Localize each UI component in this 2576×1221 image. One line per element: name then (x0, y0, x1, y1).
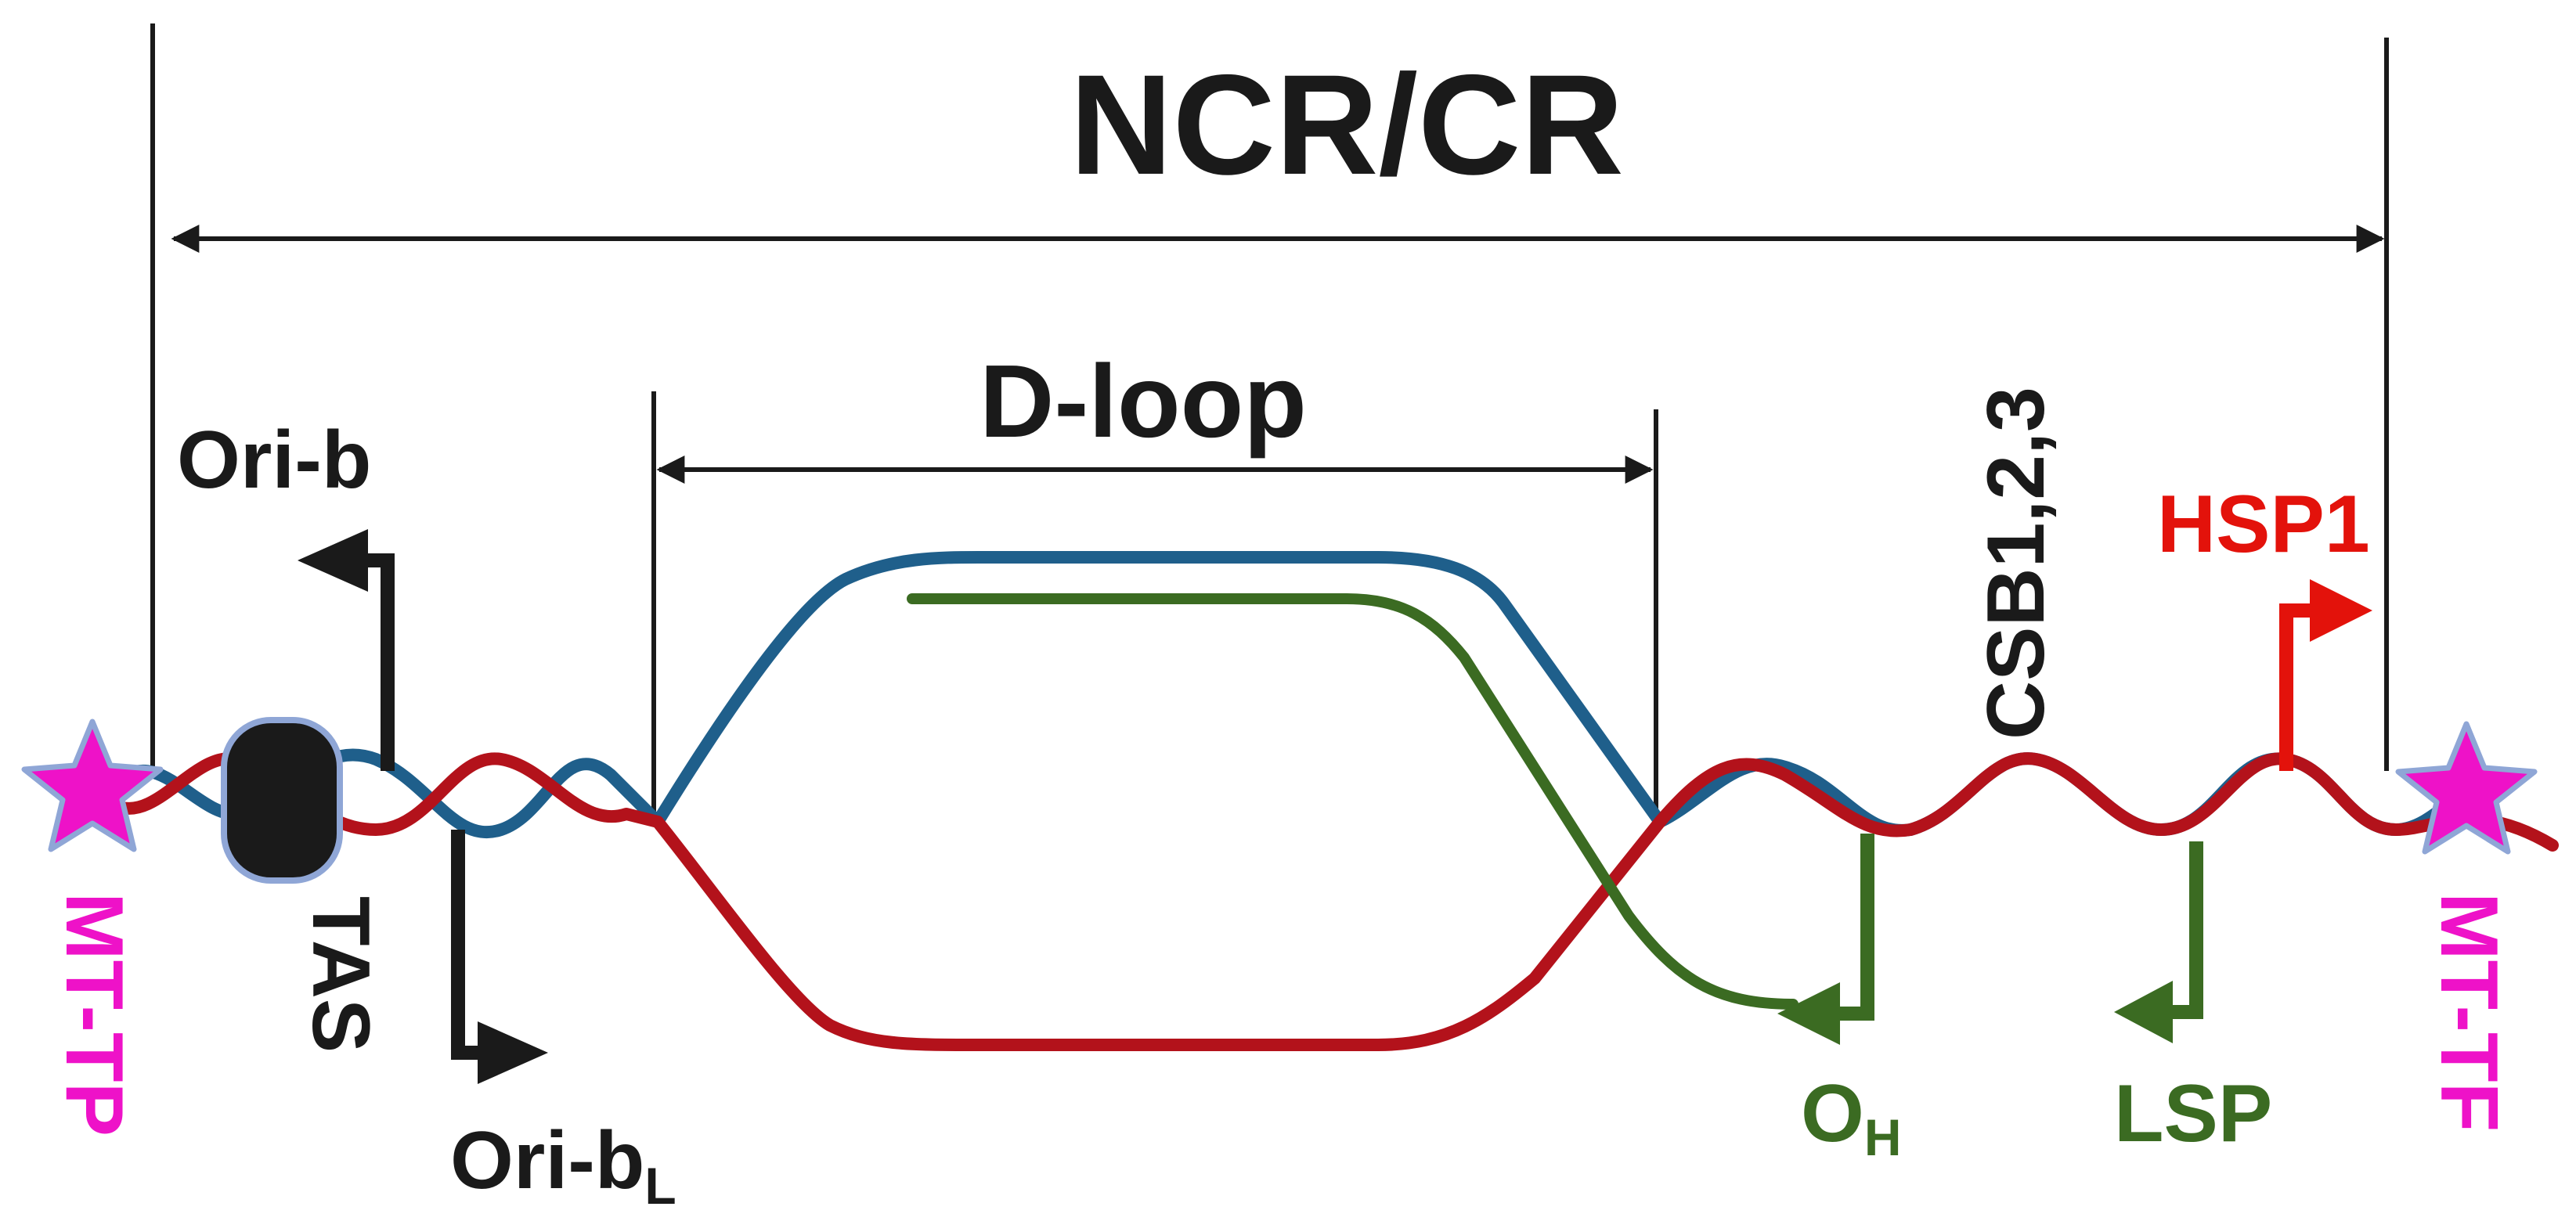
hsp1-promoter: HSP1 (2157, 479, 2372, 771)
ori-b-arrow (341, 553, 395, 771)
mt-tp-element: MT-TP (21, 719, 164, 1136)
lsp-label: LSP (2114, 1068, 2272, 1159)
d-loop-label: D-loop (980, 344, 1307, 459)
lsp-arrowhead (2114, 981, 2173, 1043)
mt-tp-star (21, 719, 164, 852)
tas-box (221, 717, 343, 884)
oh-arrowhead (1777, 982, 1840, 1045)
mt-tp-label: MT-TP (49, 892, 139, 1136)
green-strand (907, 593, 1799, 1010)
oh-label: OH (1801, 1068, 1902, 1166)
mt-tf-element: MT-TF (2395, 721, 2538, 1132)
red-strand (111, 752, 2559, 1051)
ori-b-label: Ori-b (177, 415, 371, 506)
csb-label: CSB1,2,3 (1971, 387, 2062, 740)
ori-b-arrowhead (298, 529, 368, 592)
ori-bl-label-main: Ori-b (450, 1115, 644, 1206)
d-loop-span: D-loop (651, 344, 1658, 814)
mt-tf-star (2395, 721, 2538, 855)
ori-bl-arrowhead (478, 1021, 548, 1084)
dna-strands (111, 551, 2559, 1051)
oh-arrow (1828, 834, 1874, 1021)
ori-bl-label-sub: L (644, 1157, 676, 1215)
ori-bl-promoter: Ori-bL (450, 830, 676, 1215)
lsp-promoter: LSP (2114, 841, 2272, 1159)
oh-origin: OH (1777, 834, 1902, 1166)
ori-b-promoter: Ori-b (177, 415, 395, 771)
ncr-cr-label: NCR/CR (1070, 45, 1624, 204)
oh-label-main: O (1801, 1068, 1864, 1159)
tas-label: TAS (295, 896, 386, 1053)
oh-label-sub: H (1864, 1108, 1902, 1166)
hsp1-label: HSP1 (2157, 479, 2370, 570)
hsp1-arrowhead (2310, 579, 2372, 642)
ncr-span: NCR/CR (150, 23, 2389, 771)
mt-tf-label: MT-TF (2423, 892, 2514, 1132)
ori-bl-label: Ori-bL (450, 1115, 676, 1215)
tas-element: TAS (221, 717, 386, 1053)
ori-bl-arrow (451, 830, 501, 1060)
